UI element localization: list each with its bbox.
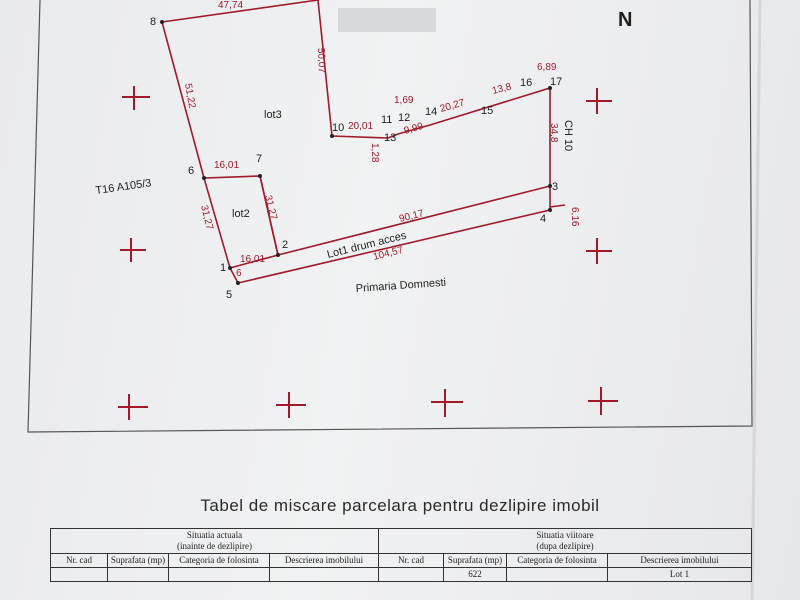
site-plan: N 8 6 7 1 2 5 3 4 10 11 12 13 14 15 16 1… [27, 0, 753, 433]
col-categoria: Categoria de folosinta [506, 553, 608, 568]
point-label: 2 [282, 239, 288, 251]
redacted-area [338, 8, 436, 32]
table-title: Tabel de miscare parcelara pentru dezlip… [200, 496, 600, 515]
parcel-boundaries [161, 0, 566, 284]
dim-14-15: 20,27 [439, 97, 467, 115]
dim-4-3: 6,16 [569, 207, 580, 227]
table-cell [269, 567, 379, 582]
dim-top-10: 50,07 [315, 48, 327, 74]
future-situation-header: Situatia viitoare (dupa dezlipire) [378, 528, 752, 554]
plan-frame [27, 0, 753, 433]
point-label: 7 [256, 153, 262, 165]
point-label: 15 [481, 105, 493, 117]
point-label: 13 [384, 132, 396, 144]
dim-1-5: 6 [236, 268, 242, 279]
table-cell [50, 567, 108, 582]
dim-8-top: 47,74 [218, 0, 243, 11]
offset-line [549, 204, 566, 208]
lot3-boundary [161, 0, 551, 256]
neighbor-right: CH 10 [562, 120, 574, 151]
col-nr-cad: Nr. cad [378, 553, 444, 568]
point-markers [160, 20, 552, 285]
point-label: 17 [550, 76, 562, 88]
table-cell [506, 567, 608, 582]
dim-10-11: 20,01 [348, 121, 373, 132]
dim-3-17: 34,8 [548, 123, 559, 143]
dim-1-2: 16,01 [240, 254, 265, 265]
table-cell [168, 567, 270, 582]
table-cell [107, 567, 169, 582]
lot2-boundary [203, 175, 279, 269]
col-suprafata: Suprafata (mp) [107, 553, 169, 568]
dim-12-14: 1,69 [394, 95, 414, 106]
table-cell: 622 [443, 567, 507, 582]
grid-cross [431, 389, 463, 417]
grid-cross [586, 238, 612, 264]
point-label: 12 [398, 112, 410, 124]
point-label: 3 [552, 181, 558, 193]
dim-6-7: 16,01 [214, 160, 239, 171]
point-label: 11 [381, 114, 392, 126]
dim-11-13: 1,28 [369, 143, 380, 163]
dim-8-6: 51,22 [182, 83, 197, 110]
road-boundary [229, 186, 551, 284]
point-label: 14 [425, 106, 437, 118]
dim-7-2: 31,27 [262, 194, 279, 221]
grid-cross [118, 394, 148, 420]
dim-2-3: 90,17 [398, 208, 425, 225]
point-label: 16 [520, 77, 532, 89]
col-suprafata: Suprafata (mp) [443, 553, 507, 568]
table-cell [378, 567, 444, 582]
col-nr-cad: Nr. cad [50, 553, 108, 568]
dim-15-16: 13,8 [491, 81, 513, 96]
north-indicator: N [618, 9, 632, 31]
neighbor-left: T16 A105/3 [95, 177, 152, 197]
grid-cross [122, 86, 150, 110]
point-label: 1 [220, 262, 226, 274]
lot2-label: lot2 [232, 208, 250, 220]
lot3-label: lot3 [264, 109, 282, 121]
dim-13-14: 9,99 [403, 121, 425, 137]
point-label: 10 [332, 122, 344, 134]
point-label: 4 [540, 213, 546, 225]
neighbor-bottom: Primaria Domnesti [355, 277, 446, 295]
table-cell: Lot 1 [607, 567, 752, 582]
point-label: 6 [188, 165, 194, 177]
point-label: 5 [226, 289, 232, 301]
grid-crosses [118, 86, 618, 420]
grid-cross [276, 392, 306, 418]
land-movement-table: Situatia actuala (inainte de dezlipire) … [50, 528, 752, 582]
dim-16-17: 6,89 [537, 62, 557, 73]
col-descrierea: Descrierea imobilului [607, 553, 752, 568]
col-categoria: Categoria de folosinta [168, 553, 270, 568]
grid-cross [588, 387, 618, 415]
grid-cross [586, 88, 612, 114]
col-descrierea: Descrierea imobilului [269, 553, 379, 568]
current-situation-header: Situatia actuala (inainte de dezlipire) [50, 528, 379, 554]
point-label: 8 [150, 16, 156, 28]
grid-cross [120, 238, 146, 262]
